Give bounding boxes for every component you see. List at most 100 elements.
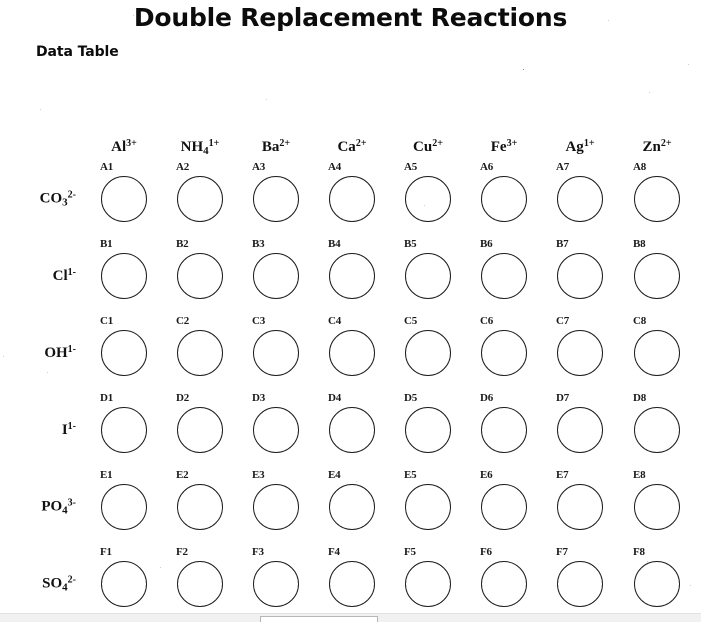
cell-label-b1: B1 (100, 238, 113, 250)
cell-label-b6: B6 (480, 238, 493, 250)
scan-speckle (40, 109, 41, 110)
cell-label-f1: F1 (100, 546, 112, 558)
scan-speckle (647, 561, 648, 562)
scan-speckle (424, 205, 425, 206)
reaction-well-d8[interactable] (634, 407, 680, 453)
column-header-nh: NH41+ (180, 138, 220, 157)
reaction-well-f6[interactable] (481, 561, 527, 607)
reaction-well-b5[interactable] (405, 253, 451, 299)
browser-bottom-field[interactable] (260, 616, 378, 622)
cell-label-d3: D3 (252, 392, 266, 404)
reaction-well-e8[interactable] (634, 484, 680, 530)
reaction-well-b3[interactable] (253, 253, 299, 299)
reaction-well-a6[interactable] (481, 176, 527, 222)
column-header-ca: Ca2+ (337, 138, 367, 155)
cell-label-f3: F3 (252, 546, 264, 558)
reaction-well-d2[interactable] (177, 407, 223, 453)
reaction-well-c7[interactable] (557, 330, 603, 376)
cell-label-e4: E4 (328, 469, 341, 481)
cell-label-a5: A5 (404, 161, 418, 173)
cell-label-c4: C4 (328, 315, 342, 327)
scan-speckle (160, 567, 161, 568)
scan-speckle (356, 481, 357, 482)
reaction-well-a4[interactable] (329, 176, 375, 222)
reaction-well-f7[interactable] (557, 561, 603, 607)
scan-speckle (690, 585, 691, 586)
reaction-well-f2[interactable] (177, 561, 223, 607)
cell-label-a3: A3 (252, 161, 266, 173)
cell-label-a6: A6 (480, 161, 494, 173)
reaction-well-b8[interactable] (634, 253, 680, 299)
scan-speckle (47, 372, 48, 373)
column-header-zn: Zn2+ (642, 138, 672, 155)
reaction-well-c2[interactable] (177, 330, 223, 376)
cell-label-e7: E7 (556, 469, 569, 481)
cell-label-c5: C5 (404, 315, 418, 327)
reaction-well-c6[interactable] (481, 330, 527, 376)
scan-speckle (266, 99, 267, 100)
cell-label-a2: A2 (176, 161, 190, 173)
cell-label-f8: F8 (633, 546, 645, 558)
reaction-well-c8[interactable] (634, 330, 680, 376)
column-header-ba: Ba2+ (261, 138, 291, 155)
reaction-well-e2[interactable] (177, 484, 223, 530)
reaction-well-b6[interactable] (481, 253, 527, 299)
reaction-well-f5[interactable] (405, 561, 451, 607)
reaction-well-b1[interactable] (101, 253, 147, 299)
scan-speckle (608, 20, 609, 21)
reaction-well-d5[interactable] (405, 407, 451, 453)
reaction-well-d1[interactable] (101, 407, 147, 453)
reaction-well-e6[interactable] (481, 484, 527, 530)
reaction-well-c1[interactable] (101, 330, 147, 376)
scan-speckle (649, 92, 650, 93)
reaction-well-e1[interactable] (101, 484, 147, 530)
cell-label-d2: D2 (176, 392, 190, 404)
reaction-well-c4[interactable] (329, 330, 375, 376)
reaction-well-e3[interactable] (253, 484, 299, 530)
reaction-well-b4[interactable] (329, 253, 375, 299)
cell-label-a4: A4 (328, 161, 342, 173)
cell-label-d7: D7 (556, 392, 570, 404)
cell-label-e6: E6 (480, 469, 493, 481)
column-header-al: Al3+ (111, 138, 137, 155)
cell-label-b5: B5 (404, 238, 417, 250)
reaction-well-d4[interactable] (329, 407, 375, 453)
cell-label-e5: E5 (404, 469, 417, 481)
scan-speckle (133, 15, 134, 16)
reaction-well-a2[interactable] (177, 176, 223, 222)
cell-label-c3: C3 (252, 315, 266, 327)
cell-label-a8: A8 (633, 161, 647, 173)
row-header-po: PO43- (41, 497, 76, 517)
column-header-ag: Ag1+ (565, 138, 595, 155)
cell-label-f4: F4 (328, 546, 340, 558)
cell-label-a1: A1 (100, 161, 114, 173)
cell-label-c1: C1 (100, 315, 114, 327)
reaction-well-f4[interactable] (329, 561, 375, 607)
reaction-well-d3[interactable] (253, 407, 299, 453)
reaction-well-d6[interactable] (481, 407, 527, 453)
reaction-well-a3[interactable] (253, 176, 299, 222)
reaction-well-e7[interactable] (557, 484, 603, 530)
reaction-well-c5[interactable] (405, 330, 451, 376)
reaction-well-f8[interactable] (634, 561, 680, 607)
cell-label-e2: E2 (176, 469, 189, 481)
row-header-so: SO42- (42, 574, 76, 594)
cell-label-d1: D1 (100, 392, 114, 404)
reaction-well-b2[interactable] (177, 253, 223, 299)
row-header-co: CO32- (39, 189, 76, 209)
reaction-well-a1[interactable] (101, 176, 147, 222)
reaction-well-a8[interactable] (634, 176, 680, 222)
cell-label-e3: E3 (252, 469, 265, 481)
cell-label-b8: B8 (633, 238, 646, 250)
reaction-well-a7[interactable] (557, 176, 603, 222)
reaction-well-f1[interactable] (101, 561, 147, 607)
reaction-well-b7[interactable] (557, 253, 603, 299)
reaction-well-e4[interactable] (329, 484, 375, 530)
reaction-well-e5[interactable] (405, 484, 451, 530)
reaction-well-a5[interactable] (405, 176, 451, 222)
reaction-well-f3[interactable] (253, 561, 299, 607)
reaction-well-d7[interactable] (557, 407, 603, 453)
reaction-well-c3[interactable] (253, 330, 299, 376)
